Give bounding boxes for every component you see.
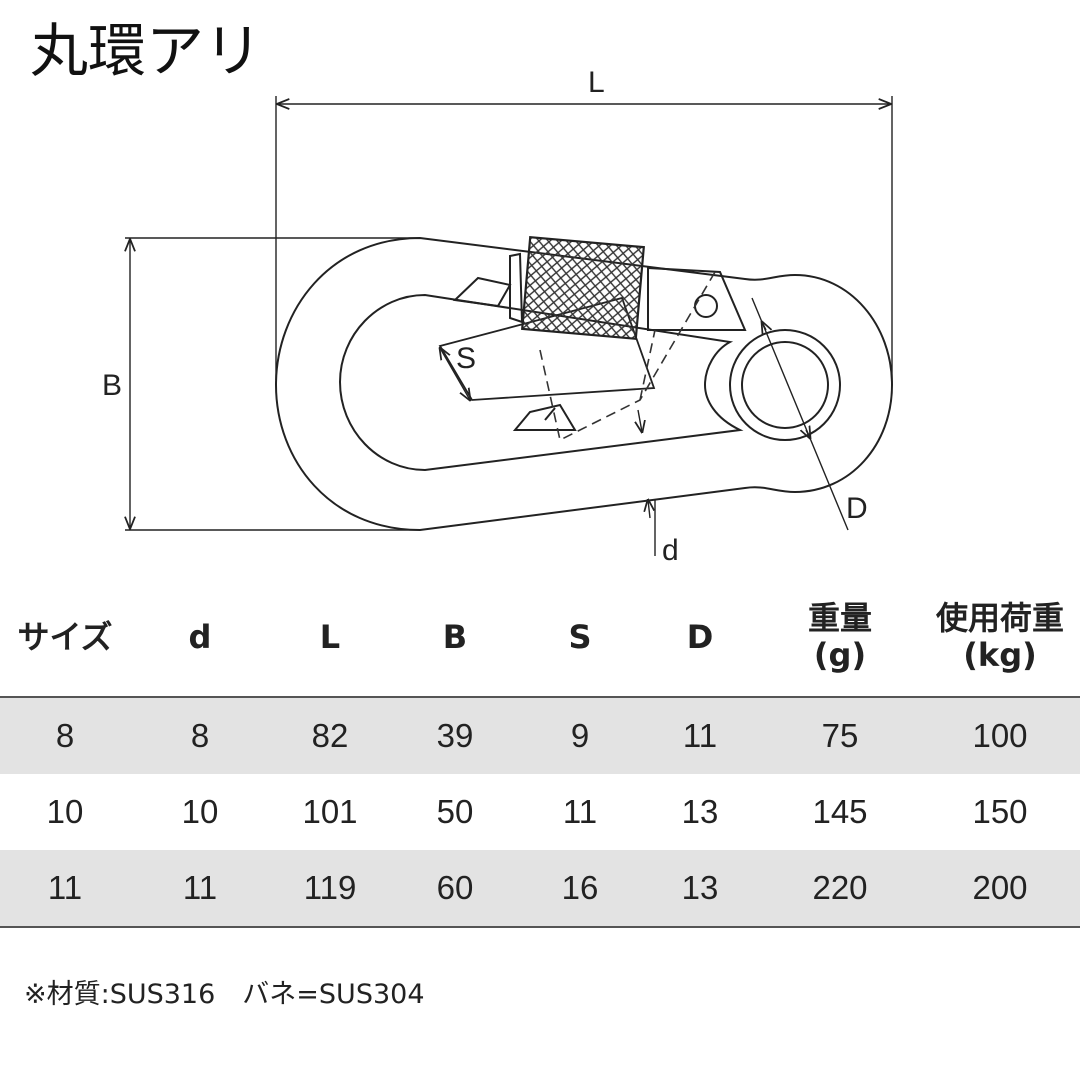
header-B: B	[390, 578, 520, 698]
table-cell: 200	[920, 850, 1080, 928]
dimension-lines	[125, 96, 893, 556]
ring-eye	[729, 329, 841, 441]
gate-open-phantom	[539, 271, 716, 442]
page-title: 丸環アリ	[30, 17, 263, 85]
header-d: d	[130, 578, 270, 698]
header-L: L	[270, 578, 390, 698]
table-cell: 16	[520, 850, 640, 928]
header-weight: 重量(g)	[760, 578, 920, 698]
dim-label-L: L	[588, 66, 605, 99]
table-cell: 145	[812, 793, 868, 830]
table-cell: 82	[270, 697, 390, 774]
header-size: サイズ	[0, 578, 130, 698]
dim-label-d: d	[662, 534, 679, 567]
header-S: S	[520, 578, 640, 698]
table-cell: 150	[972, 793, 1028, 830]
table-row: 8 8 82 39 9 11 75 100	[0, 697, 1080, 774]
table-cell: 11	[0, 850, 130, 928]
dim-label-S: S	[456, 342, 476, 375]
table-cell: 11	[130, 850, 270, 928]
table-cell: 39	[390, 697, 520, 774]
carabiner-body	[274, 236, 894, 532]
spec-table: サイズ d L B S D 重量(g) 使用荷重(kg) 8 8 82 39 9…	[0, 578, 1080, 928]
table-cell: 119	[270, 850, 390, 928]
header-D: D	[640, 578, 760, 698]
table-cell: 100	[920, 697, 1080, 774]
table-row: 10 10 101 50 11 13 145 150	[0, 774, 1080, 850]
carabiner-diagram: L B S D d	[102, 66, 894, 567]
table-cell: 75	[760, 697, 920, 774]
table-cell: 13	[640, 850, 760, 928]
table-cell: 11	[640, 697, 760, 774]
table-cell: 8	[130, 697, 270, 774]
table-cell: 60	[390, 850, 520, 928]
table-header-row: サイズ d L B S D 重量(g) 使用荷重(kg)	[0, 578, 1080, 698]
knurled-sleeve	[521, 236, 645, 340]
dim-label-B: B	[102, 369, 122, 402]
table-cell: 13	[681, 793, 719, 830]
table-cell: 10	[181, 793, 219, 830]
table-cell: 11	[562, 793, 598, 830]
table-cell: 50	[436, 793, 474, 830]
table-cell: 101	[302, 793, 358, 830]
table-cell: 220	[760, 850, 920, 928]
dim-label-D: D	[846, 492, 868, 525]
table-cell: 9	[520, 697, 640, 774]
material-note: ※材質:SUS316 バネ=SUS304	[24, 979, 425, 1010]
table-row: 11 11 119 60 16 13 220 200	[0, 850, 1080, 928]
table-cell: 10	[46, 793, 84, 830]
header-working-load: 使用荷重(kg)	[920, 578, 1080, 698]
table-cell: 8	[0, 697, 130, 774]
